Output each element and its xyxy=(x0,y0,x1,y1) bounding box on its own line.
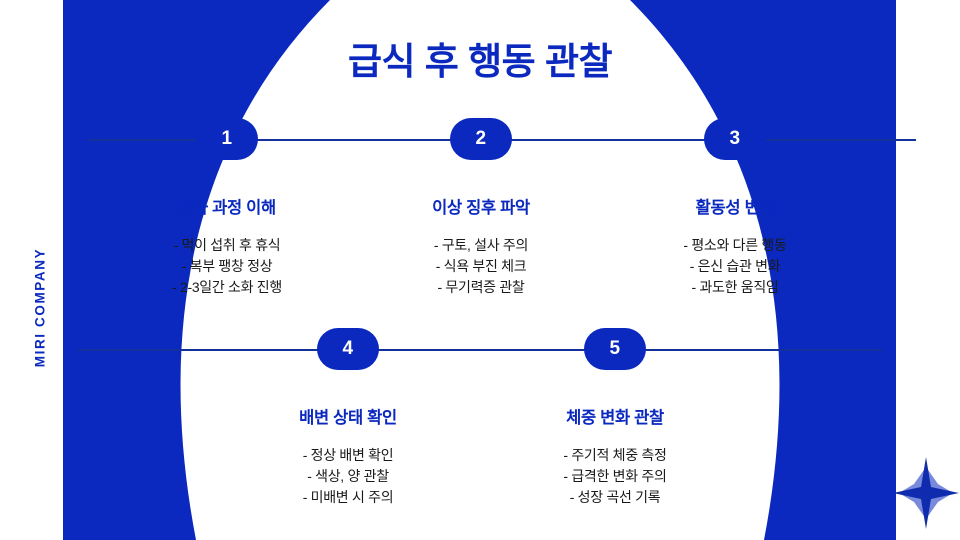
step-item: - 무기력증 관찰 xyxy=(437,279,525,295)
step-item: - 은신 습관 변화 xyxy=(689,258,781,274)
step-item: - 과도한 움직임 xyxy=(691,279,779,295)
sparkle-icon xyxy=(893,457,959,529)
step-item: - 정상 배변 확인 xyxy=(302,447,394,463)
step-block-3: 활동성 변화 - 평소와 다른 행동 - 은신 습관 변화 - 과도한 움직임 xyxy=(610,194,860,298)
step-heading-1: 소화 과정 이해 xyxy=(178,199,276,217)
step-block-2: 이상 징후 파악 - 구토, 설사 주의 - 식욕 부진 체크 - 무기력증 관… xyxy=(356,194,606,298)
step-heading-5: 체중 변화 관찰 xyxy=(566,409,664,427)
step-item: - 주기적 체중 측정 xyxy=(563,447,667,463)
connector-rail-bottom xyxy=(78,349,882,351)
page-title: 급식 후 행동 관찰 xyxy=(347,41,613,82)
step-heading-2: 이상 징후 파악 xyxy=(432,199,530,217)
step-item: - 색상, 양 관찰 xyxy=(307,468,389,484)
step-badge-5[interactable]: 5 xyxy=(584,328,646,370)
step-badge-4[interactable]: 4 xyxy=(317,328,379,370)
step-item: - 식욕 부진 체크 xyxy=(435,258,527,274)
step-badge-2[interactable]: 2 xyxy=(450,118,512,160)
step-block-4: 배변 상태 확인 - 정상 배변 확인 - 색상, 양 관찰 - 미배변 시 주… xyxy=(223,404,473,508)
step-item: - 복부 팽창 정상 xyxy=(181,258,273,274)
step-item: - 성장 곡선 기록 xyxy=(569,489,661,505)
step-badge-3[interactable]: 3 xyxy=(704,118,766,160)
step-badge-1[interactable]: 1 xyxy=(196,118,258,160)
step-block-5: 체중 변화 관찰 - 주기적 체중 측정 - 급격한 변화 주의 - 성장 곡선… xyxy=(490,404,740,508)
step-heading-4: 배변 상태 확인 xyxy=(299,409,397,427)
step-item: - 미배변 시 주의 xyxy=(302,489,394,505)
step-item: - 먹이 섭취 후 휴식 xyxy=(173,237,281,253)
step-block-1: 소화 과정 이해 - 먹이 섭취 후 휴식 - 복부 팽창 정상 - 2-3일간… xyxy=(102,194,352,298)
step-item: - 평소와 다른 행동 xyxy=(683,237,787,253)
step-heading-3: 활동성 변화 xyxy=(695,199,775,217)
step-item: - 급격한 변화 주의 xyxy=(563,468,667,484)
step-item: - 2-3일간 소화 진행 xyxy=(172,279,282,295)
step-item: - 구토, 설사 주의 xyxy=(433,237,529,253)
